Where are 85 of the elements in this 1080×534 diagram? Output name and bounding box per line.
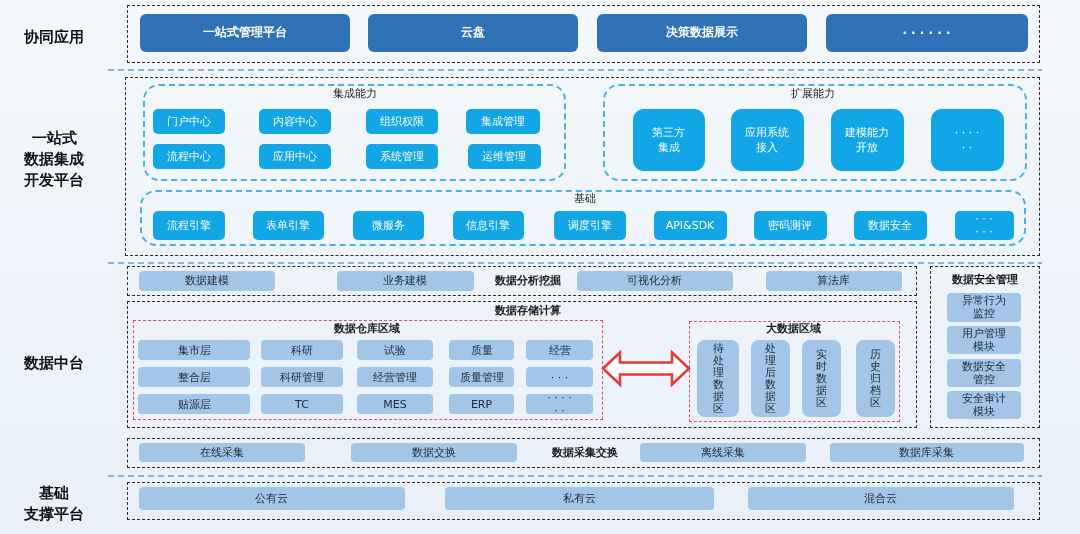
double-arrow [601,349,691,388]
module-tile: 算法库 [765,270,902,291]
module-tile: 业务建模 [336,270,474,291]
module-tile: 组织权限 [365,108,438,134]
module-tile: 整合层 [138,367,250,387]
module-tile: 安全审计模块 [946,390,1021,419]
section-frame [127,266,917,296]
module-tile: 可视化分析 [576,270,733,291]
section-title: 数据仓库区域 [333,322,401,336]
zone-frame [688,320,900,422]
module-tile: 数据安全管控 [946,358,1021,387]
section-title: 数据存储计算 [493,303,562,318]
module-tile: API&SDK [653,210,727,240]
zone-tile: 处理后数据区 [751,340,790,417]
zone-tile: 历史归档区 [856,340,895,417]
section-frame [127,438,1040,468]
app-tile: 云盘 [367,13,578,52]
dashed-frame [127,482,1040,520]
module-tile: 数据交换 [350,442,517,462]
module-tile: 科研管理 [261,367,343,387]
module-tile: 门户中心 [152,108,225,134]
module-tile: 质量管理 [449,367,514,387]
module-tile: · · · · · · [954,210,1014,240]
module-tile: 数据库采集 [829,442,1024,462]
capability-tile: 建模能力开放 [830,108,904,171]
module-tile: 信息引擎 [452,210,524,240]
module-tile: 密码测评 [753,210,827,240]
module-tile: · · · [526,367,593,387]
layer-title: 基础支撑平台 [23,483,85,525]
module-tile: ERP [449,394,514,414]
module-tile: 科研 [261,340,343,360]
app-tile: 一站式管理平台 [139,13,350,52]
module-tile: 集成管理 [465,108,540,134]
module-tile: 贴源层 [138,394,250,414]
module-tile: TC [261,394,343,414]
module-tile: 经营管理 [357,367,433,387]
module-tile: 运维管理 [467,143,541,169]
module-tile: 集市层 [138,340,250,360]
app-tile: · · · · · · [825,13,1028,52]
dashed-frame [125,77,1040,256]
module-tile: 应用中心 [258,143,331,169]
module-tile: 离线采集 [639,442,806,462]
module-tile: 混合云 [747,486,1014,510]
layer-title: 协同应用 [23,27,85,48]
module-tile: 表单引擎 [252,210,324,240]
layer-title: 一站式数据集成开发平台 [23,128,85,191]
capability-tile: 应用系统接入 [730,108,804,171]
module-tile: 用户管理模块 [946,325,1021,354]
section-title: 大数据区域 [764,322,822,336]
module-tile: MES [357,394,433,414]
module-tile: 流程引擎 [152,210,225,240]
module-tile: 系统管理 [365,143,438,169]
module-tile: 流程中心 [152,143,225,169]
zone-frame [132,319,603,420]
module-tile: 内容中心 [258,108,331,134]
section-title: 数据安全管理 [950,272,1019,287]
module-tile: 在线采集 [138,442,305,462]
module-tile: 经营 [526,340,593,360]
section-title: 数据采集交换 [550,445,619,460]
zone-tile: 实时数据区 [802,340,841,417]
module-tile: 调度引擎 [553,210,626,240]
capability-tile: · · · · · · [930,108,1004,171]
app-tile: 决策数据展示 [596,13,807,52]
section-title: 扩展能力 [789,86,836,101]
section-frame [127,301,917,428]
module-tile: 异常行为监控 [946,292,1021,322]
module-tile: 试验 [357,340,433,360]
module-tile: 微服务 [352,210,424,240]
dashed-frame [127,5,1040,63]
module-tile: 数据建模 [138,270,275,291]
module-tile: 私有云 [444,486,714,510]
zone-tile: 待处理数据区 [697,340,739,417]
capability-tile: 第三方集成 [632,108,705,171]
section-title: 数据分析挖掘 [493,273,562,288]
layer-title: 数据中台 [23,353,85,374]
module-tile: 数据安全 [853,210,927,240]
group-frame [139,189,1026,246]
module-tile: · · · · · · [526,394,593,414]
module-tile: 质量 [449,340,514,360]
section-frame [930,266,1040,428]
section-title: 集成能力 [331,86,378,101]
module-tile: 公有云 [138,486,405,510]
group-frame [602,83,1027,181]
section-title: 基础 [572,191,597,206]
group-frame [142,83,566,181]
